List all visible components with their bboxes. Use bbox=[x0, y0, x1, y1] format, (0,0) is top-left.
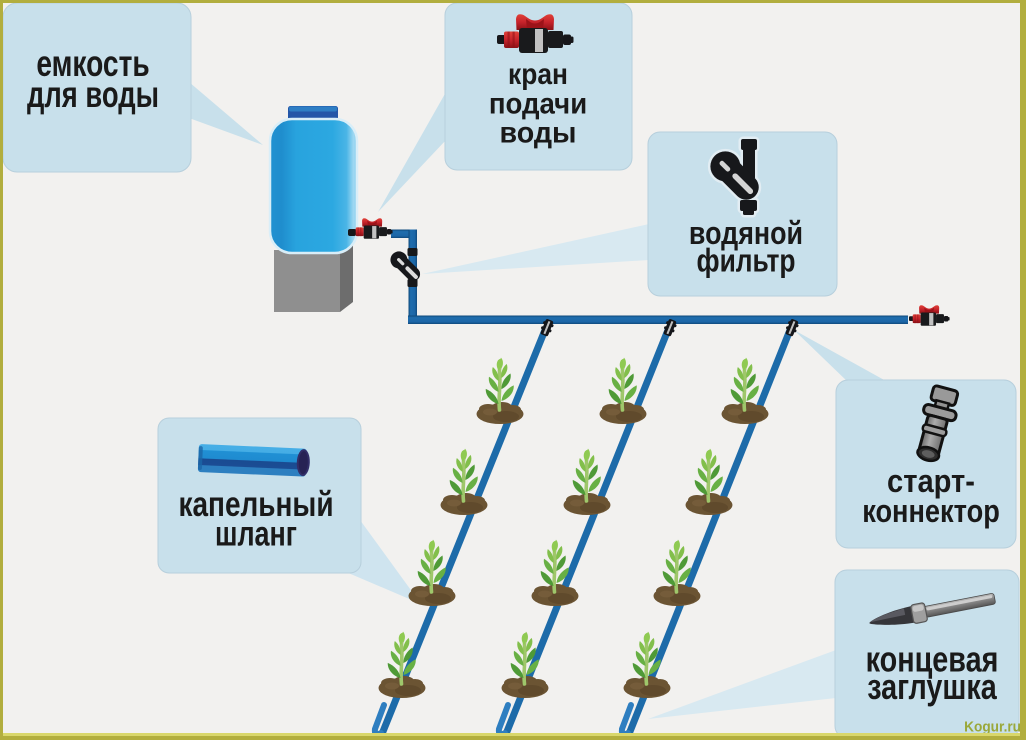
svg-text:водяной: водяной bbox=[689, 216, 803, 252]
svg-text:для воды: для воды bbox=[27, 74, 159, 115]
svg-text:емкость: емкость bbox=[36, 42, 149, 84]
svg-text:заглушка: заглушка bbox=[867, 666, 997, 707]
svg-text:концевая: концевая bbox=[866, 638, 999, 679]
svg-text:капельный: капельный bbox=[178, 484, 333, 524]
svg-text:подачи: подачи bbox=[489, 87, 587, 120]
svg-text:фильтр: фильтр bbox=[696, 243, 795, 279]
svg-text:коннектор: коннектор bbox=[862, 494, 1000, 530]
svg-text:шланг: шланг bbox=[215, 514, 297, 553]
svg-text:кран: кран bbox=[508, 56, 568, 90]
svg-text:воды: воды bbox=[499, 116, 576, 150]
svg-text:старт-: старт- bbox=[887, 464, 975, 500]
svg-text:Kogur.ru: Kogur.ru bbox=[964, 719, 1021, 736]
